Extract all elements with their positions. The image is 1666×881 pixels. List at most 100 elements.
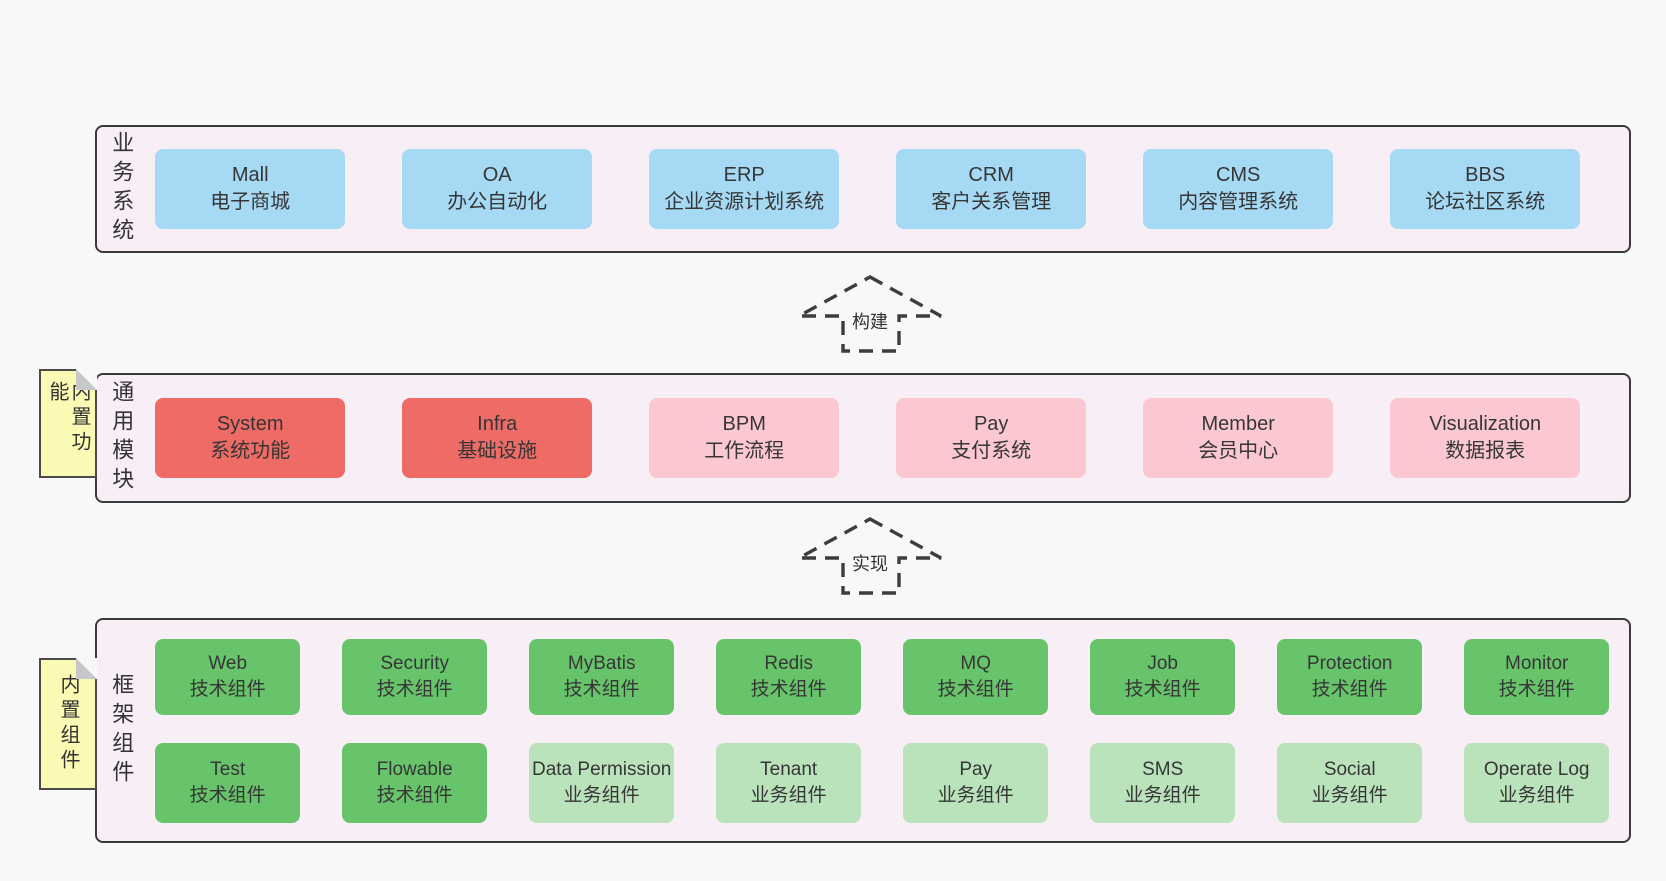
box-bbs: BBS 论坛社区系统 (1390, 149, 1581, 229)
box-subtitle: 业务组件 (1311, 784, 1388, 806)
box-bpm: BPM 工作流程 (649, 398, 840, 478)
box-title: Tenant (760, 759, 818, 781)
box-subtitle: 支付系统 (951, 440, 1032, 462)
box-pay-component: Pay 业务组件 (903, 742, 1049, 823)
box-title: Protection (1306, 653, 1393, 675)
box-protection: Protection 技术组件 (1277, 638, 1423, 715)
box-system: System 系统功能 (155, 398, 346, 478)
box-subtitle: 技术组件 (189, 784, 266, 806)
box-subtitle: 业务组件 (1124, 784, 1201, 806)
sticky-label: 内置组件 (57, 674, 79, 774)
tech-component-row: Web 技术组件 Security 技术组件 MyBatis 技术组件 Redi… (155, 638, 1610, 715)
box-title: SMS (1142, 759, 1184, 781)
box-mybatis: MyBatis 技术组件 (529, 638, 675, 715)
box-subtitle: 企业资源计划系统 (664, 191, 825, 213)
box-subtitle: 办公自动化 (447, 191, 548, 213)
box-infra: Infra 基础设施 (402, 398, 593, 478)
box-title: BBS (1465, 164, 1506, 186)
box-title: Test (210, 759, 246, 781)
box-data-permission: Data Permission 业务组件 (529, 742, 675, 823)
business-box-row: Mall 电子商城 OA 办公自动化 ERP 企业资源计划系统 CRM 客户关系… (155, 149, 1581, 229)
box-title: CMS (1215, 164, 1261, 186)
box-flowable: Flowable 技术组件 (342, 742, 488, 823)
box-subtitle: 业务组件 (937, 784, 1014, 806)
box-subtitle: 技术组件 (376, 784, 453, 806)
box-subtitle: 论坛社区系统 (1425, 191, 1546, 213)
box-subtitle: 技术组件 (1498, 678, 1575, 700)
box-subtitle: 业务组件 (750, 784, 827, 806)
box-social: Social 业务组件 (1277, 742, 1423, 823)
box-redis: Redis 技术组件 (716, 638, 862, 715)
box-title: Monitor (1505, 653, 1569, 675)
box-test: Test 技术组件 (155, 742, 301, 823)
box-subtitle: 电子商城 (210, 191, 291, 213)
box-subtitle: 业务组件 (1498, 784, 1575, 806)
box-subtitle: 基础设施 (457, 440, 538, 462)
sticky-label: 内置功能 (46, 381, 90, 456)
box-subtitle: 业务组件 (563, 784, 640, 806)
box-title: Job (1147, 653, 1178, 675)
box-title: Data Permission (531, 759, 672, 781)
box-pay-system: Pay 支付系统 (896, 398, 1087, 478)
box-subtitle: 技术组件 (376, 678, 453, 700)
section-common-modules: 内置功能 通用模块 System 系统功能 Infra 基础设施 BPM 工作流… (39, 369, 1631, 503)
box-subtitle: 技术组件 (937, 678, 1014, 700)
box-subtitle: 工作流程 (704, 440, 785, 462)
box-title: System (216, 413, 284, 435)
section-business-systems: 业务系统 Mall 电子商城 OA 办公自动化 ERP 企业资源计划系统 CRM… (95, 125, 1631, 253)
box-operate-log: Operate Log 业务组件 (1464, 742, 1610, 823)
arrow-implement-label: 实现 (849, 549, 891, 577)
box-subtitle: 技术组件 (1124, 678, 1201, 700)
box-title: Mall (231, 164, 269, 186)
box-visualization: Visualization 数据报表 (1390, 398, 1581, 478)
box-title: CRM (968, 164, 1014, 186)
box-title: Member (1201, 413, 1275, 435)
box-member: Member 会员中心 (1143, 398, 1334, 478)
module-box-row: System 系统功能 Infra 基础设施 BPM 工作流程 Pay 支付系统… (155, 398, 1581, 478)
sticky-built-in-components: 内置组件 (39, 658, 97, 790)
box-tenant: Tenant 业务组件 (716, 742, 862, 823)
arrow-build: 构建 (795, 274, 945, 354)
box-title: Redis (764, 653, 813, 675)
box-title: Flowable (376, 759, 453, 781)
box-subtitle: 数据报表 (1445, 440, 1526, 462)
box-subtitle: 内容管理系统 (1178, 191, 1299, 213)
section-framework-components: 内置组件 框架组件 Web 技术组件 Security 技术组件 MyBatis… (39, 618, 1631, 843)
box-security: Security 技术组件 (342, 638, 488, 715)
sticky-built-in-functions: 内置功能 (39, 369, 97, 478)
box-sms: SMS 业务组件 (1090, 742, 1236, 823)
box-title: Pay (959, 759, 993, 781)
box-title: Security (380, 653, 449, 675)
box-subtitle: 技术组件 (1311, 678, 1388, 700)
box-subtitle: 系统功能 (210, 440, 291, 462)
box-subtitle: 技术组件 (563, 678, 640, 700)
box-erp: ERP 企业资源计划系统 (649, 149, 840, 229)
box-title: Infra (477, 413, 518, 435)
box-subtitle: 客户关系管理 (931, 191, 1052, 213)
box-title: MyBatis (567, 653, 636, 675)
up-arrow-icon (798, 517, 942, 595)
box-mall: Mall 电子商城 (155, 149, 346, 229)
box-title: Visualization (1429, 413, 1542, 435)
box-mq: MQ 技术组件 (903, 638, 1049, 715)
section-label: 通用模块 (109, 380, 135, 496)
arrow-implement: 实现 (795, 516, 945, 596)
biz-component-row: Test 技术组件 Flowable 技术组件 Data Permission … (155, 742, 1610, 823)
box-title: BPM (722, 413, 766, 435)
box-title: ERP (723, 164, 765, 186)
box-web: Web 技术组件 (155, 638, 301, 715)
section-label: 框架组件 (109, 672, 135, 789)
box-title: Web (208, 653, 248, 675)
box-title: MQ (960, 653, 991, 675)
box-job: Job 技术组件 (1090, 638, 1236, 715)
box-monitor: Monitor 技术组件 (1464, 638, 1610, 715)
box-crm: CRM 客户关系管理 (896, 149, 1087, 229)
box-title: Social (1323, 759, 1376, 781)
box-subtitle: 技术组件 (189, 678, 266, 700)
box-cms: CMS 内容管理系统 (1143, 149, 1334, 229)
component-rows: Web 技术组件 Security 技术组件 MyBatis 技术组件 Redi… (155, 638, 1610, 823)
arrow-build-label: 构建 (849, 307, 891, 335)
up-arrow-icon (798, 275, 942, 353)
box-subtitle: 技术组件 (750, 678, 827, 700)
